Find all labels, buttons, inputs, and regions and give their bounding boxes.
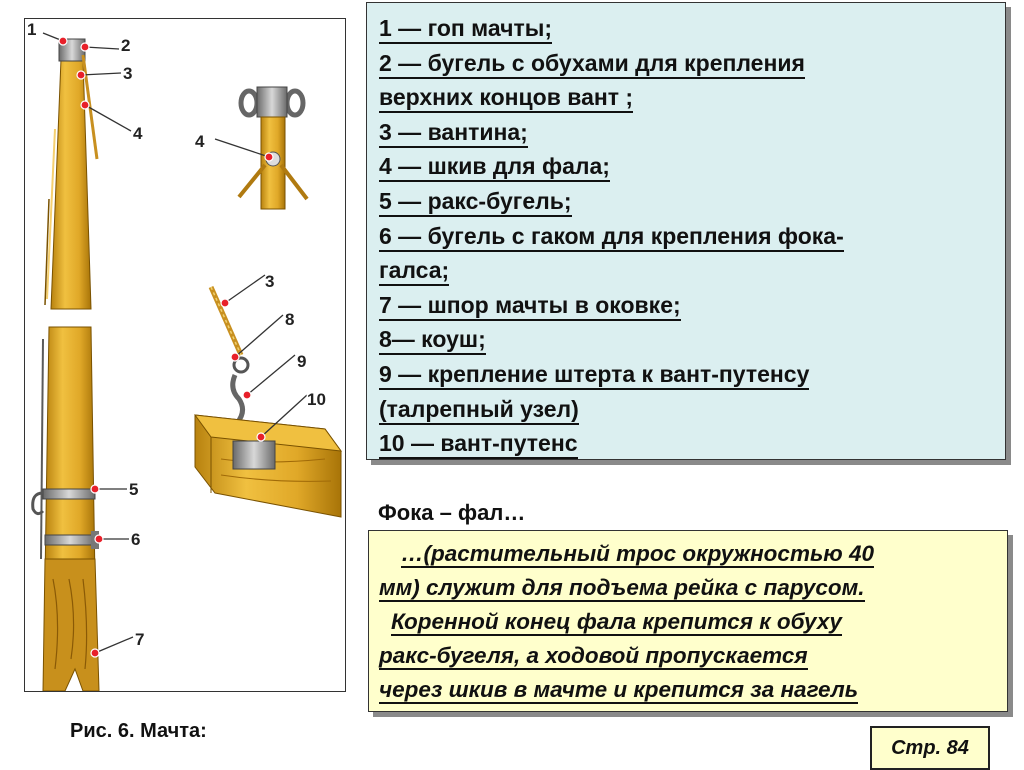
description-line: Коренной конец фала крепится к обуху [391,609,842,636]
legend-list: 1 — гоп мачты; 2 — бугель с обухами для … [367,3,1005,461]
description-line: ракс-бугеля, а ходовой пропускается [379,643,808,670]
callout-10: 10 [307,390,326,409]
description-line: через шкив в мачте и крепится за нагель [379,677,859,704]
legend-item: 3 — вантина; [379,115,1005,150]
hook-bugel [44,534,96,546]
callout-1: 1 [27,20,36,39]
legend-item: 1 — гоп мачты; [379,11,1005,46]
legend-item: 6 — бугель с гаком для крепления фока- [379,219,1005,254]
description-text: …(растительный трос окружностью 40 мм) с… [369,531,1007,707]
marker-dots [58,36,274,658]
mast-lower-section [31,326,100,691]
foka-heading: Фока – фал… [378,500,526,525]
callout-2: 2 [121,36,130,55]
detail-top-fitting [237,86,309,210]
callout-4: 4 [133,124,143,143]
legend-item: 4 — шкив для фала; [379,149,1005,184]
description-line: мм) служит для подъема рейка с парусом. [379,575,865,602]
page-number-badge: Стр. 84 [870,726,990,770]
detail-shroud-attachment [193,285,343,518]
mast-upper-section [44,38,99,310]
legend-item: 10 — вант-путенс [379,426,1005,461]
callout-9: 9 [297,352,306,371]
callout-lines [42,32,308,654]
rax-bugel [42,488,96,500]
legend-item: 5 — ракс-бугель; [379,184,1005,219]
legend-item: 8— коуш; [379,322,1005,357]
legend-item: 7 — шпор мачты в оковке; [379,288,1005,323]
legend-item: галса; [379,253,1005,288]
legend-item: 9 — крепление штерта к вант-путенсу [379,357,1005,392]
figure-caption: Рис. 6. Мачта: [70,720,207,742]
legend-box: 1 — гоп мачты; 2 — бугель с обухами для … [366,2,1006,460]
mast-illustration: 1 2 3 4 4 3 8 9 10 5 6 7 [26,19,343,691]
callout-5: 5 [129,480,138,499]
callout-6: 6 [131,530,140,549]
callout-4-detail: 4 [195,132,205,151]
callout-8: 8 [285,310,294,329]
callout-3-detail: 3 [265,272,274,291]
legend-item: 2 — бугель с обухами для крепления [379,46,1005,81]
mast-figure: 1 2 3 4 4 3 8 9 10 5 6 7 [24,18,346,692]
callout-3: 3 [123,64,132,83]
legend-item: (талрепный узел) [379,392,1005,427]
description-line: …(растительный трос окружностью 40 [401,541,875,568]
callout-7: 7 [135,630,144,649]
legend-item: верхних концов вант ; [379,80,1005,115]
description-box: …(растительный трос окружностью 40 мм) с… [368,530,1008,712]
